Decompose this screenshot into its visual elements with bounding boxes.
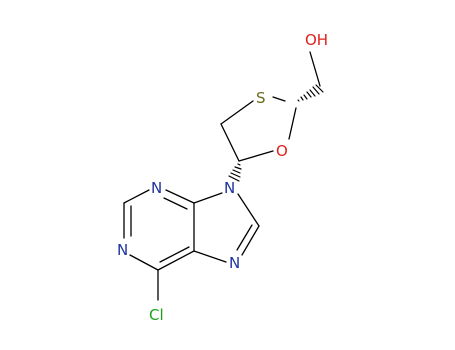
bond-ch2-c5 [220,123,240,162]
atom-labels: OH S O N N N N Cl [117,31,328,324]
bond-n1-c6 [129,254,159,271]
bond-c8-n7-double [236,224,253,251]
bond-n7-c5 [193,250,227,263]
bond-c8-n7 [241,225,260,256]
atom-label-n1: N [117,241,128,259]
bond-ch2-oh [309,51,321,87]
atom-label-oh: OH [305,31,328,49]
atom-label-o-ring: O [276,142,288,160]
bond-oring-c2 [288,107,297,140]
stereo-hashed-wedge-c2 [297,84,324,102]
bond-n3-c2 [123,189,150,204]
atom-label-cl: Cl [149,306,164,324]
bond-c2-s [272,96,286,102]
atom-label-n9: N [224,179,235,197]
atom-label-n3: N [151,179,162,197]
bond-c5-oring [238,150,274,162]
bond-c6-c5-double [159,246,190,263]
stereo-hashed-wedge-c5 [228,163,242,182]
bond-c4-n3 [165,189,195,204]
bond-c4-n3-double [163,197,188,210]
bonds [123,51,321,301]
bond-c6-c5 [157,250,195,271]
bond-s-ch2 [220,100,254,125]
atom-label-s: S [256,89,266,107]
bond-c4-n9 [193,192,223,204]
bond-n9-c8 [237,193,260,227]
atom-label-n7: N [229,254,240,272]
